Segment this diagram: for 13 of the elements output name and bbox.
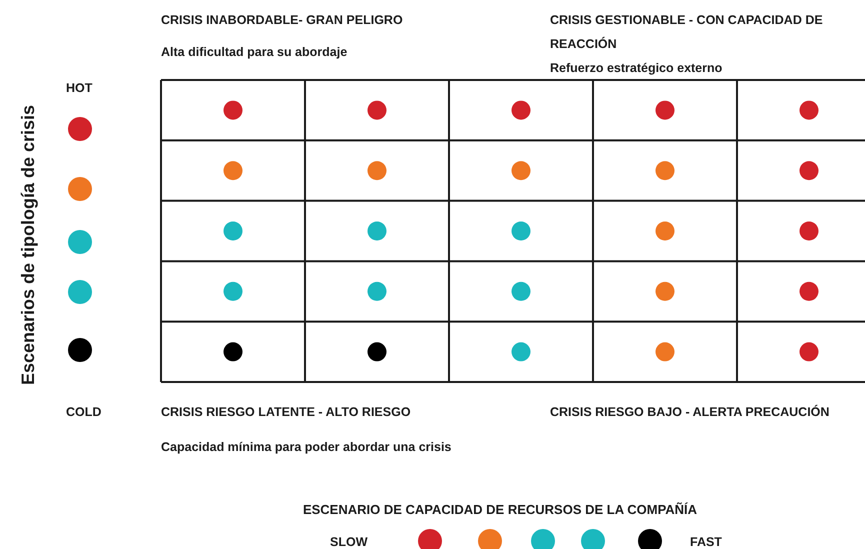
axis-end-label: FAST — [690, 534, 723, 549]
axis-end-label: COLD — [66, 404, 102, 421]
axis-title: ESCENARIO DE CAPACIDAD DE RECURSOS DE LA COMPAÑÍA — [302, 501, 698, 519]
quadrant-description: Alta dificultad para su abordaje — [161, 44, 348, 61]
quadrant-description: Capacidad mínima para poder abordar una crisis — [161, 439, 452, 456]
quadrant-heading: CRISIS INABORDABLE- GRAN PELIGRO — [161, 12, 404, 29]
quadrant-description: Refuerzo estratégico externo — [550, 60, 724, 77]
quadrant-heading: CRISIS RIESGO LATENTE - ALTO RIESGO — [161, 404, 412, 421]
quadrant-heading: CRISIS RIESGO BAJO - ALERTA PRECAUCIÓN — [550, 404, 830, 421]
quadrant-heading: CRISIS GESTIONABLE - CON CAPACIDAD DE REACCIÓN — [550, 12, 824, 53]
axis-title: Escenarios de tipología de crisis — [17, 104, 39, 386]
axis-end-label: SLOW — [330, 534, 368, 549]
axis-end-label: HOT — [66, 80, 94, 97]
